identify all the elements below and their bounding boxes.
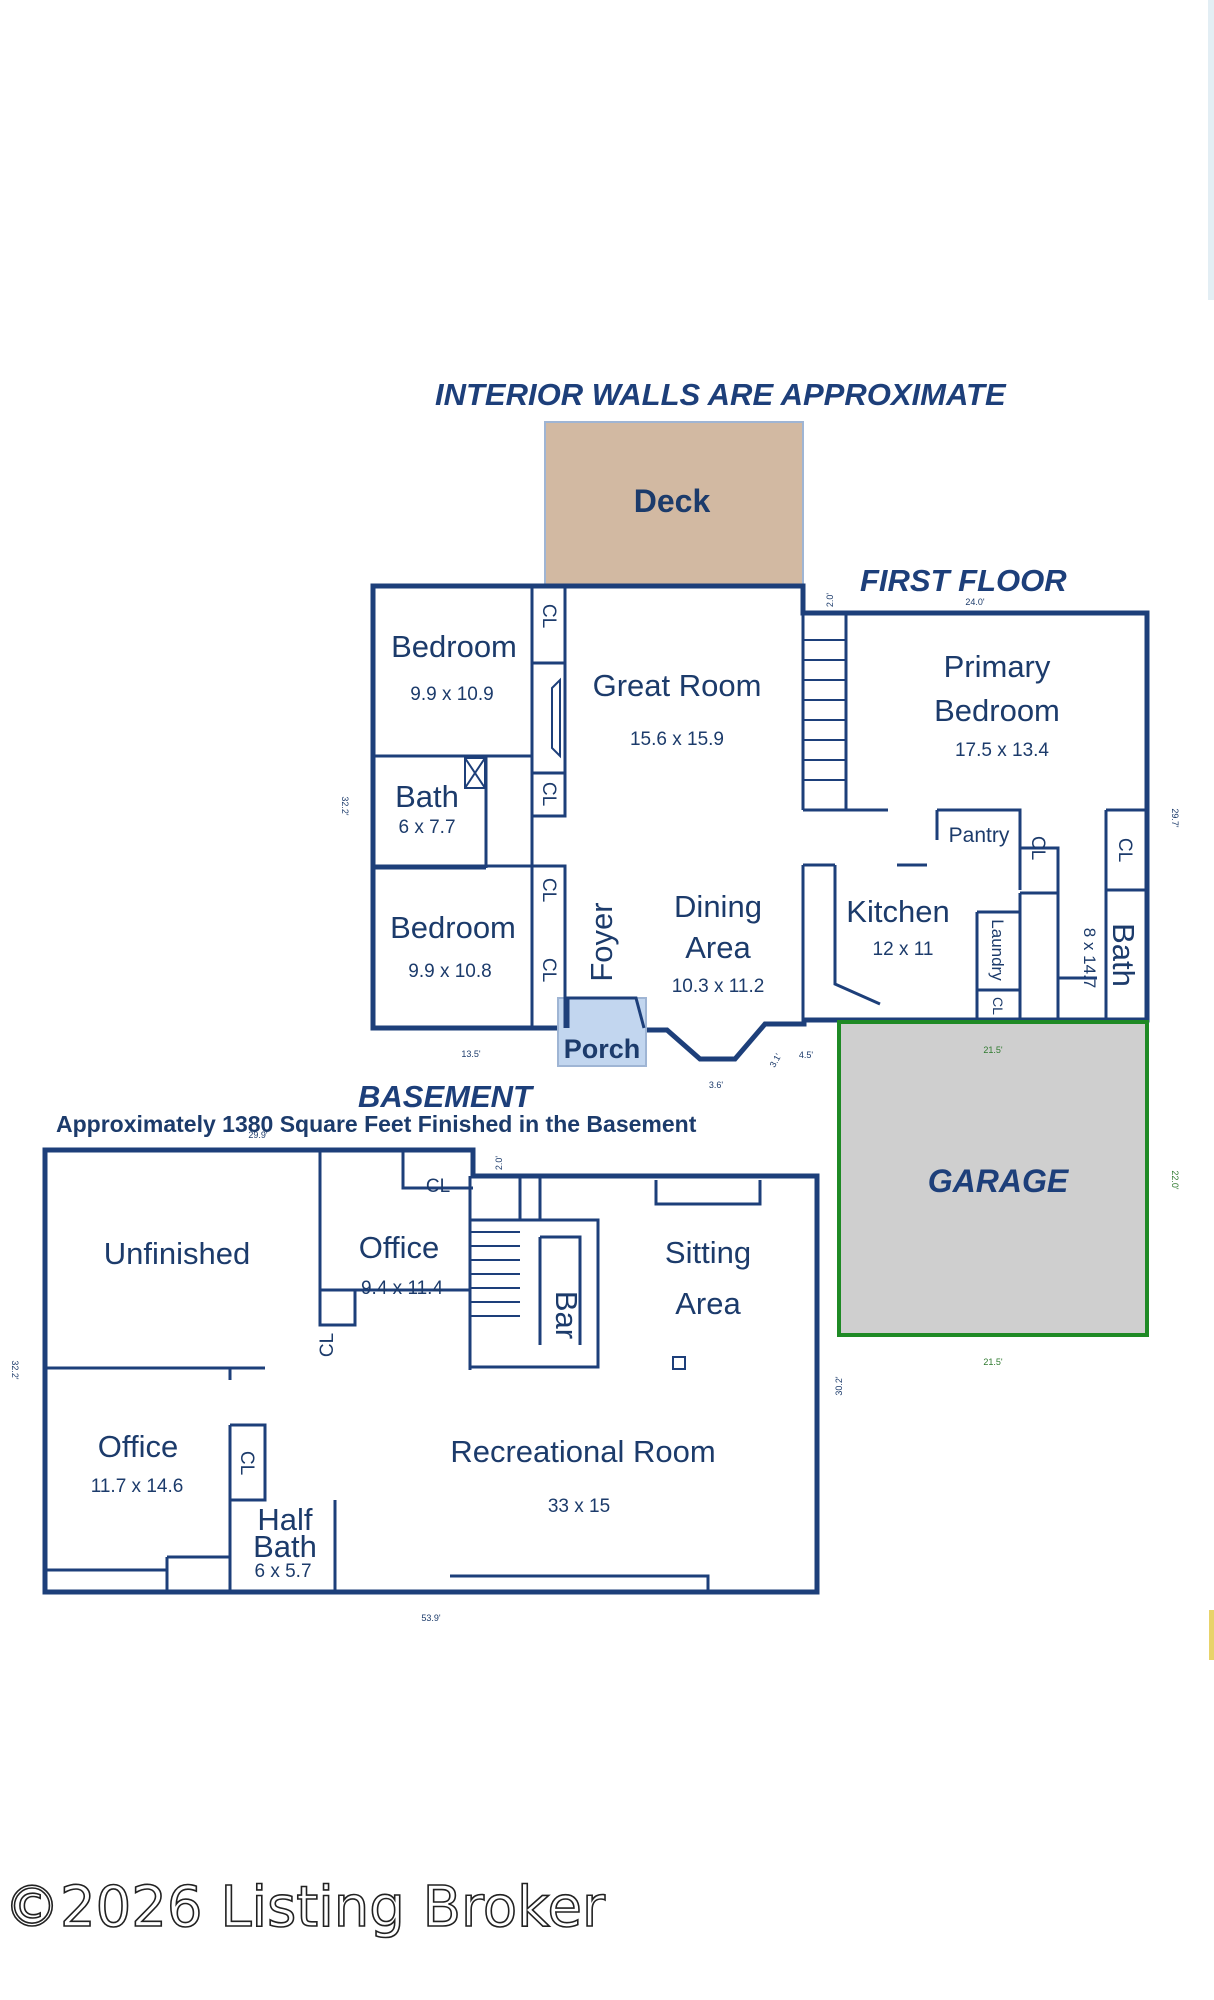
- room-size: 15.6 x 15.9: [630, 729, 724, 750]
- dimension-label: 21.5': [983, 1045, 1003, 1055]
- room-name: Bar: [549, 1291, 584, 1339]
- porch: [557, 997, 647, 1067]
- room-name: Laundry: [988, 919, 1007, 981]
- dimension-label: 29.7': [1170, 808, 1180, 828]
- room-name: Primary: [944, 649, 1051, 684]
- room-size: 11.7 x 14.6: [91, 1476, 184, 1497]
- dimension-label: 4.5': [799, 1050, 814, 1060]
- basement-subtitle: Approximately 1380 Square Feet Finished …: [56, 1111, 697, 1137]
- room-name: Great Room: [593, 668, 762, 703]
- basement: BASEMENT Approximately 1380 Square Feet …: [10, 1079, 844, 1623]
- deck-label: Deck: [634, 483, 711, 519]
- garage-label: GARAGE: [928, 1163, 1070, 1199]
- room-name: Area: [685, 930, 751, 965]
- dimension-label: 32.2': [340, 796, 350, 816]
- closet-label: CL: [538, 878, 559, 902]
- dimension-label: 3.6': [709, 1080, 724, 1090]
- closet-label: CL: [990, 997, 1006, 1015]
- room-size: 9.9 x 10.9: [410, 684, 493, 705]
- dimension-label: 30.2': [834, 1376, 844, 1396]
- edge-strip: [1208, 0, 1214, 300]
- dimension-label: 2.0': [825, 593, 835, 608]
- watermark: ©2026 Listing Broker: [4, 1875, 606, 1940]
- edge-strip-lower: [1209, 1610, 1214, 1660]
- room-name: Foyer: [584, 902, 619, 981]
- closet-label: CL: [1114, 838, 1135, 862]
- walls-note: INTERIOR WALLS ARE APPROXIMATE: [435, 377, 1007, 412]
- dimension-label: 13.5': [461, 1049, 481, 1059]
- room-size: 33 x 15: [548, 1496, 610, 1517]
- dimension-label: 29.9': [248, 1130, 268, 1140]
- closet-label: CL: [538, 958, 559, 982]
- deck: [544, 421, 804, 587]
- garage: [837, 1020, 1149, 1337]
- room-name: Bath: [1106, 923, 1141, 987]
- room-size: 6 x 7.7: [398, 817, 455, 838]
- first-floor: Deck Porch CL CL CL CL CL CL CL Bedroom: [340, 421, 1180, 1367]
- dimension-label: 24.0': [965, 597, 985, 607]
- dimension-label: 22.0': [1170, 1170, 1180, 1190]
- dimension-label: 32.2': [10, 1360, 20, 1380]
- room-name: Bath: [253, 1529, 317, 1564]
- room-name: Unfinished: [104, 1236, 250, 1271]
- room-size: 6 x 5.7: [254, 1561, 311, 1582]
- dimension-label: 2.0': [494, 1156, 504, 1171]
- dimension-label: 21.5': [983, 1357, 1003, 1367]
- room-name: Half: [257, 1502, 313, 1537]
- first-floor-title: FIRST FLOOR: [860, 563, 1067, 598]
- basement-outline: [42, 1147, 820, 1595]
- room-name: Dining: [674, 889, 762, 924]
- room-name: Bedroom: [391, 629, 517, 664]
- room-name: Area: [675, 1286, 741, 1321]
- closet-label: CL: [426, 1176, 450, 1197]
- closet-label: CL: [538, 782, 559, 806]
- closet-label: CL: [538, 604, 559, 628]
- room-size: 9.4 x 11.4: [361, 1278, 443, 1299]
- room-size: 12 x 11: [873, 939, 934, 960]
- closet-label: CL: [236, 1451, 257, 1475]
- room-size: 9.9 x 10.8: [408, 961, 491, 982]
- room-name: Pantry: [949, 824, 1010, 847]
- room-name: Office: [98, 1429, 178, 1464]
- room-size: 10.3 x 11.2: [672, 976, 765, 997]
- room-name: Office: [359, 1230, 439, 1265]
- dimension-label: 3.1': [768, 1052, 784, 1070]
- room-size: 8 x 14.7: [1080, 928, 1099, 989]
- room-name: Bedroom: [934, 693, 1060, 728]
- porch-label: Porch: [564, 1034, 641, 1064]
- room-name: Sitting: [665, 1235, 751, 1270]
- room-name: Bedroom: [390, 910, 516, 945]
- closet-label: CL: [1027, 836, 1048, 860]
- room-size: 17.5 x 13.4: [955, 740, 1049, 761]
- basement-title: BASEMENT: [358, 1079, 535, 1114]
- room-name: Recreational Room: [450, 1434, 715, 1469]
- room-name: Bath: [395, 779, 459, 814]
- room-name: Kitchen: [846, 894, 949, 929]
- dimension-label: 53.9': [421, 1613, 441, 1623]
- closet-label: CL: [317, 1333, 338, 1357]
